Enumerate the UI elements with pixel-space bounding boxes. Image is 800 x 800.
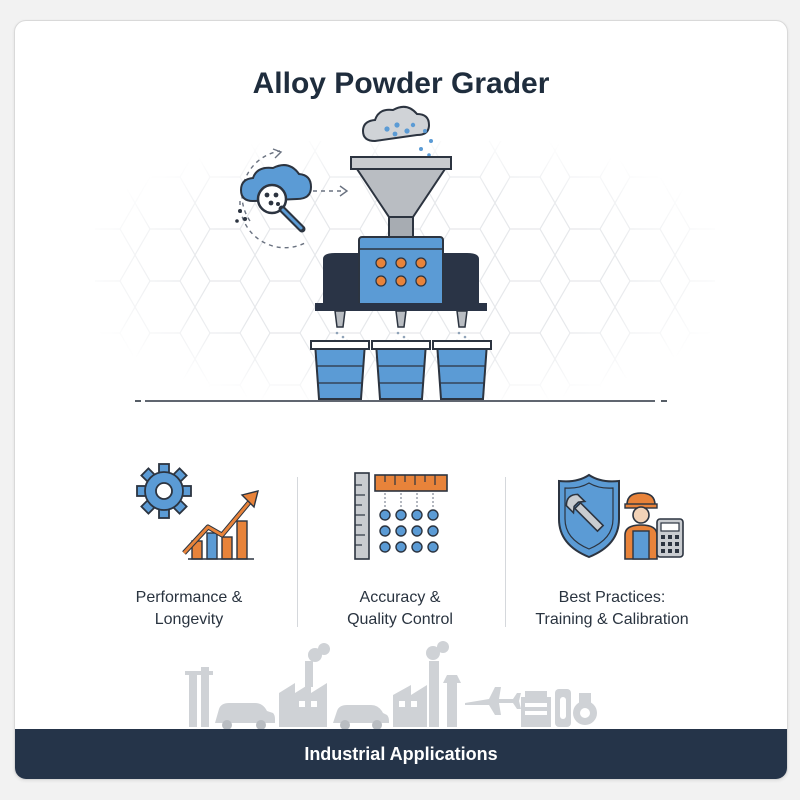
ruler-particles-icon xyxy=(354,472,448,560)
footer-industrial-applications: Industrial Applications xyxy=(15,729,787,779)
feature-divider xyxy=(505,477,506,627)
magnifier-inspection-icon xyxy=(235,148,349,249)
factory-icon xyxy=(185,667,213,727)
infographic-card: Alloy Powder Grader xyxy=(14,20,788,780)
grader-machine-icon xyxy=(315,236,487,347)
collection-bin-icon xyxy=(310,340,492,400)
industrial-skyline xyxy=(185,641,597,730)
feature-performance: Performance & Longevity xyxy=(84,461,294,631)
feature-accuracy-label: Accuracy & Quality Control xyxy=(347,589,453,628)
page-title: Alloy Powder Grader xyxy=(252,67,550,100)
feature-divider xyxy=(297,477,298,627)
shield-wrench-engineer-icon xyxy=(558,473,684,560)
gear-growth-chart-icon xyxy=(136,463,259,560)
feature-best-practices-label: Best Practices: Training & Calibration xyxy=(535,589,689,628)
feature-performance-label: Performance & Longevity xyxy=(135,589,243,628)
car-icon xyxy=(215,703,275,730)
grader-illustration xyxy=(95,105,715,402)
funnel-icon xyxy=(350,156,452,238)
feature-accuracy: Accuracy & Quality Control xyxy=(295,461,505,631)
footer-label: Industrial Applications xyxy=(304,744,498,764)
airplane-icon xyxy=(465,687,521,715)
powder-cloud-icon xyxy=(361,105,433,161)
feature-best-practices: Best Practices: Training & Calibration xyxy=(507,461,717,631)
